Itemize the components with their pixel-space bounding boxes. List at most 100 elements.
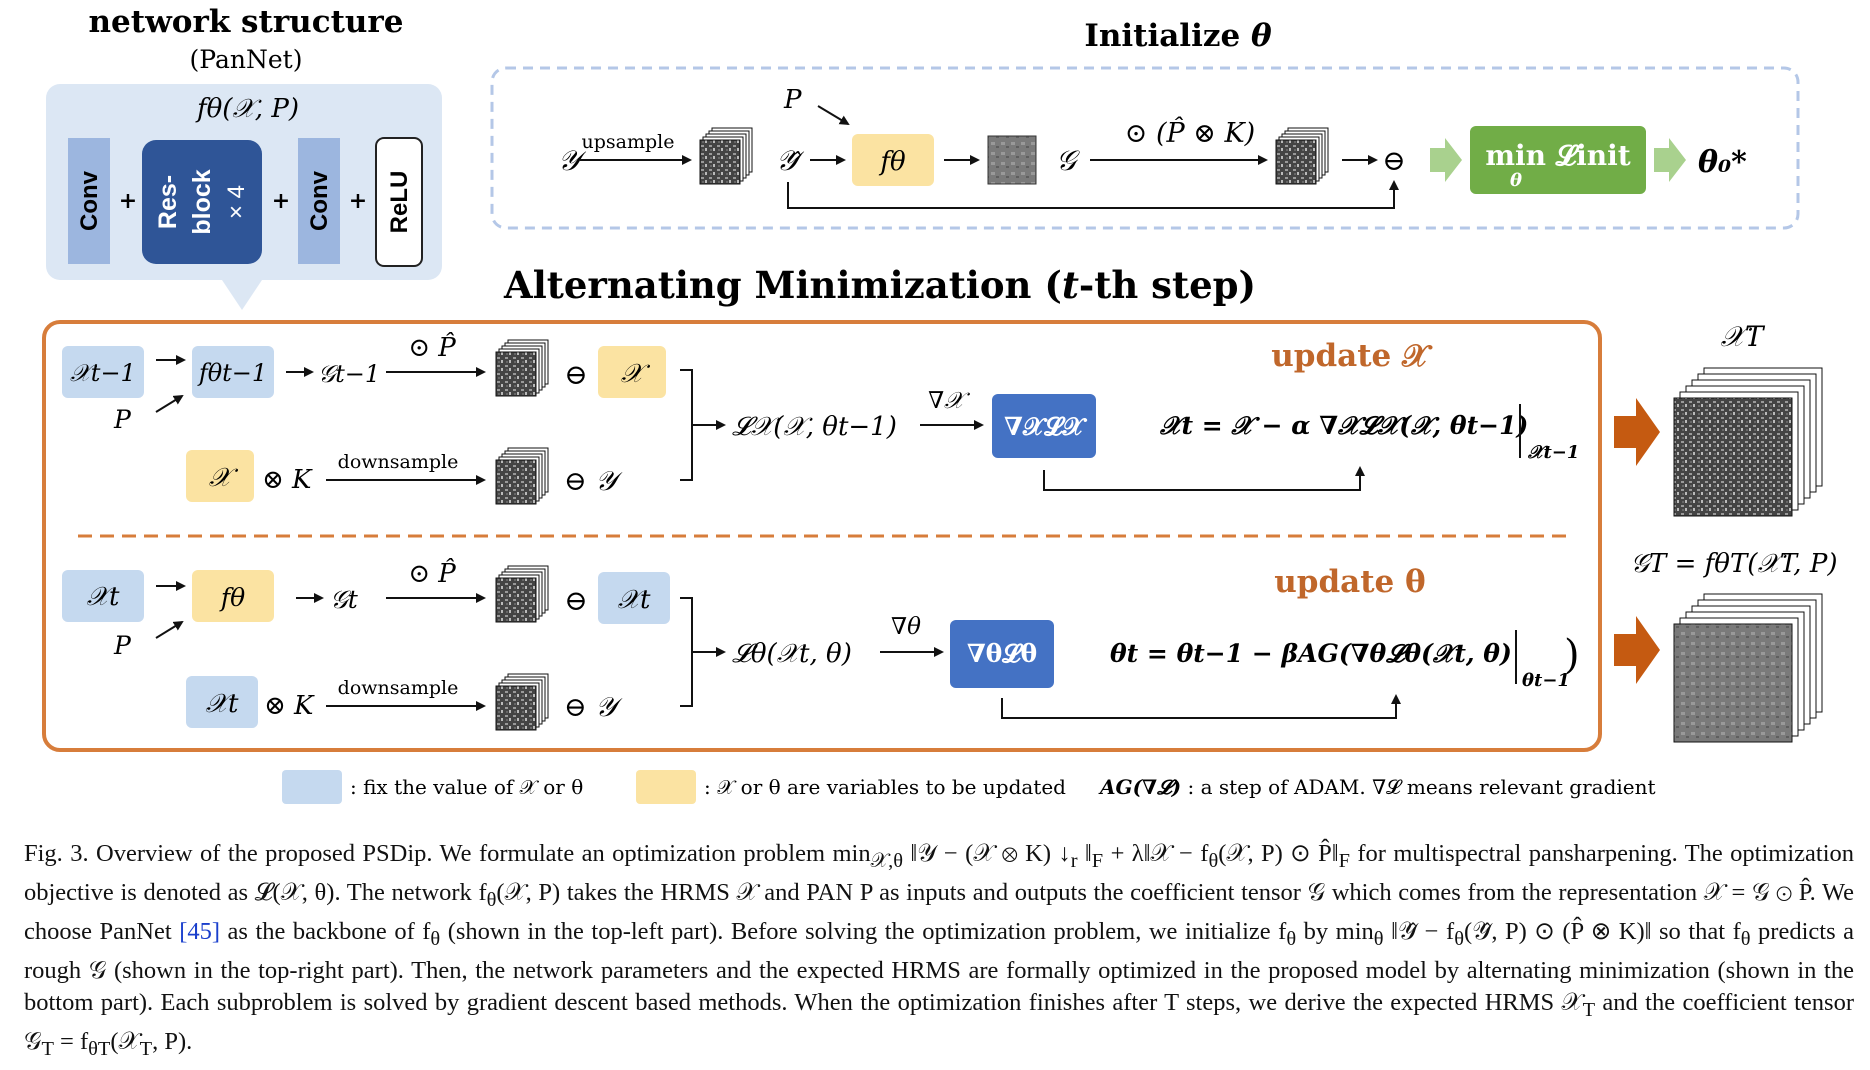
- r2-xt2-box: [598, 572, 670, 624]
- init-p-arrow: [817, 105, 850, 126]
- init-green-arrow-2: [1654, 138, 1686, 182]
- r1-x-box: [598, 346, 666, 398]
- conv-block-1: [68, 138, 110, 264]
- init-min-box: [1470, 126, 1646, 194]
- resblock-line2: block: [188, 169, 216, 234]
- r2-close-paren: ): [1564, 632, 1580, 678]
- r2-grad-box: [950, 620, 1054, 688]
- output-arrow-g: [1614, 616, 1660, 684]
- network-title: network structure: [89, 4, 404, 40]
- r2-minus: ⊖: [564, 584, 587, 617]
- r1-update-eq: 𝒳t = 𝒳 − α ∇𝒳𝓛𝒳(𝒳, θt−1): [1159, 411, 1528, 440]
- conv-label-2: Conv: [306, 170, 333, 231]
- r1-otimes: ⊗ K: [262, 465, 313, 495]
- r2-arrow-pf: [155, 620, 184, 639]
- r1-stack-1: [495, 339, 549, 397]
- legend-update: : 𝒳 or θ are variables to be updated: [704, 775, 1066, 799]
- r2-grad-label: ∇θ: [891, 614, 921, 640]
- init-skip-arrow: [787, 180, 1399, 209]
- legend-ag: AG(∇𝓛) : a step of ADAM. ∇𝓛 means releva…: [1098, 775, 1656, 799]
- conv-block-2: [298, 138, 340, 264]
- r1-stack-2: [495, 447, 549, 505]
- alt-box: [42, 320, 1602, 752]
- r1-feedback-arrow: [1043, 466, 1365, 491]
- r1-loss: 𝓛𝒳(𝒳, θt−1): [732, 412, 897, 442]
- r2-feedback-arrow: [1001, 694, 1401, 719]
- figure: network structure (PanNet) fθ(𝒳, P) Conv…: [42, 4, 1838, 804]
- r2-f-box: [192, 570, 274, 622]
- r2-stack-1: [495, 565, 549, 623]
- resblock-line3: × 4: [223, 185, 250, 219]
- output-g-stack: [1673, 593, 1823, 743]
- init-theta0: θ₀*: [1698, 145, 1747, 180]
- init-f-box: [852, 134, 934, 186]
- init-green-arrow-1: [1430, 138, 1462, 182]
- citation-link[interactable]: [45]: [179, 917, 221, 945]
- r2-xt: 𝒳t: [87, 582, 120, 612]
- r2-otimes: ⊗ K: [264, 691, 315, 721]
- legend-yellow-swatch: [636, 770, 696, 804]
- r1-minus-y: ⊖ 𝒴: [564, 466, 623, 497]
- r1-grad-label: ∇𝒳: [928, 388, 970, 414]
- init-g: 𝒢: [1056, 144, 1080, 177]
- init-image-stack-2: [1275, 127, 1329, 185]
- conv-label-1: Conv: [76, 170, 103, 231]
- r1-op: ⊙ P̂: [408, 332, 456, 363]
- plus-2: +: [272, 188, 290, 214]
- r1-minus: ⊖: [564, 358, 587, 391]
- update-x-title: update 𝒳: [1271, 338, 1433, 374]
- init-image-stack-1: [699, 127, 753, 185]
- r1-g: 𝒢t−1: [318, 360, 380, 388]
- alternating-panel: Alternating Minimization (t-th step) upd…: [42, 263, 1602, 752]
- r2-xt-box: [62, 570, 144, 622]
- output-arrow-x: [1614, 398, 1660, 466]
- init-title: Initialize θ: [1084, 18, 1272, 54]
- alt-title: Alternating Minimization (t-th step): [503, 263, 1256, 307]
- update-theta-title: update θ: [1274, 564, 1426, 600]
- r1-f-box: [192, 346, 274, 398]
- legend-blue-swatch: [282, 770, 342, 804]
- r1-p: P: [113, 405, 132, 434]
- r1-grad-text: ∇𝒳𝓛𝒳: [1004, 412, 1087, 441]
- relu-label: ReLU: [386, 171, 413, 234]
- r1-xprev: 𝒳t−1: [70, 359, 136, 387]
- r1-x2-box: [186, 450, 254, 502]
- r2-eval-sub: θt−1: [1522, 670, 1570, 691]
- initialize-panel: Initialize θ 𝒴 upsample P 𝒴̂ fθ 𝒢 ⊙ (P̂ …: [490, 18, 1800, 230]
- r2-g: 𝒢t: [330, 585, 359, 614]
- r2-xt3-box: [186, 676, 258, 728]
- output-g-label: 𝒢T = fθT(𝒳T, P): [1631, 549, 1838, 579]
- r2-stack-2: [495, 673, 549, 731]
- r2-downsample: downsample: [338, 677, 459, 699]
- r2-update-eq: θt = θt−1 − βAG(∇θ𝓛θ(𝒳t, θ): [1110, 639, 1512, 668]
- resblock-line1: Res-: [154, 175, 182, 229]
- plus-3: +: [349, 188, 367, 214]
- legend-fix: : fix the value of 𝒳 or θ: [350, 775, 583, 799]
- r2-xt3: 𝒳t: [206, 689, 239, 719]
- r2-bracket: [680, 597, 693, 707]
- network-pointer: [222, 280, 262, 310]
- r2-xt2: 𝒳t: [618, 585, 651, 615]
- r2-loss: 𝓛θ(𝒳t, θ): [732, 639, 852, 669]
- network-subtitle: (PanNet): [190, 45, 303, 74]
- r2-f: fθ: [219, 583, 245, 612]
- relu-block: [375, 137, 423, 267]
- r2-minus-y: ⊖ 𝒴: [564, 692, 623, 723]
- init-g-cube: [987, 135, 1037, 185]
- init-op: ⊙ (P̂ ⊗ K): [1125, 116, 1255, 149]
- outputs: 𝒳T 𝒢T = fθT(𝒳T, P): [1614, 320, 1838, 743]
- init-minus: ⊖: [1382, 144, 1405, 177]
- row-update-theta: 𝒳t P fθ 𝒢t ⊙ P̂ ⊖ 𝒳t 𝒳t ⊗ K downsample ⊖…: [62, 558, 1580, 731]
- r2-op: ⊙ P̂: [408, 558, 456, 589]
- r2-grad-text: ∇θ𝓛θ: [967, 639, 1037, 668]
- row-update-x: 𝒳t−1 P fθt−1 𝒢t−1 ⊙ P̂ ⊖ 𝒳 𝒳 ⊗ K downsam…: [62, 332, 1579, 505]
- init-box: [490, 66, 1800, 230]
- legend: : fix the value of 𝒳 or θ : 𝒳 or θ are v…: [282, 770, 1656, 804]
- init-min-sub: θ: [1510, 170, 1522, 191]
- network-structure-panel: network structure (PanNet) fθ(𝒳, P) Conv…: [46, 4, 442, 310]
- r1-xprev-box: [62, 346, 144, 398]
- network-func: fθ(𝒳, P): [195, 94, 299, 124]
- init-f-label: fθ: [878, 147, 906, 177]
- r1-grad-box: [992, 394, 1096, 458]
- output-x-label: 𝒳T: [1721, 320, 1766, 353]
